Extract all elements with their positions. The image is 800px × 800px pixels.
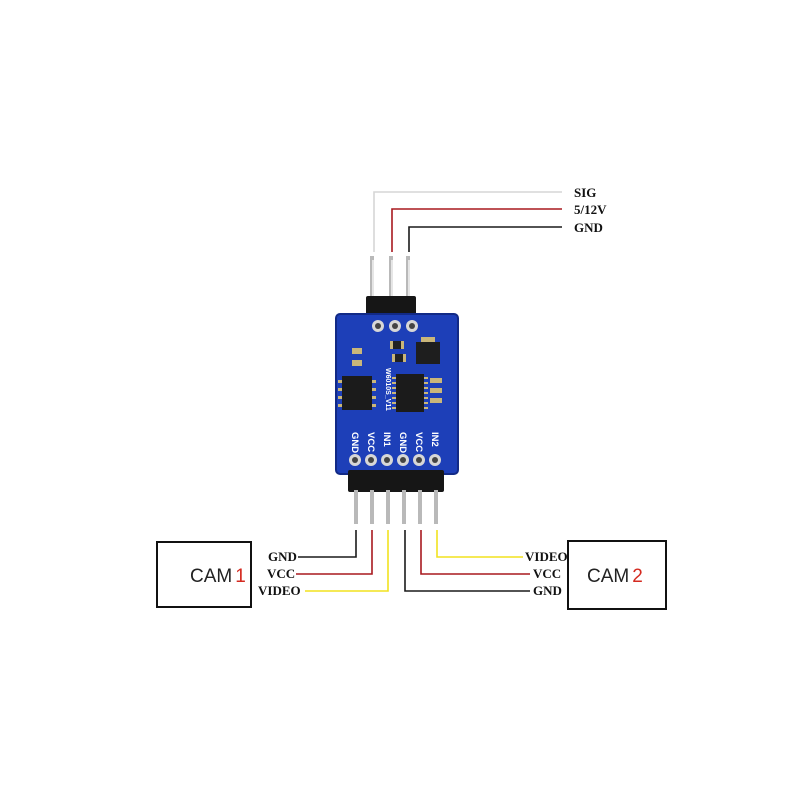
cam2-video-label: VIDEO [525, 549, 568, 564]
sig-label: SIG [574, 185, 596, 200]
cam1-video-wire [305, 530, 389, 592]
cam1-number: 1 [235, 566, 246, 587]
top-header [366, 256, 416, 318]
cam1-gnd-wire [298, 530, 357, 558]
pin-label-5: VCC [413, 432, 424, 452]
cam2-label: CAM [587, 566, 629, 587]
cam2-vcc-wire [420, 530, 530, 575]
cam2-number: 2 [632, 566, 643, 587]
cam1-box [156, 541, 252, 608]
cam1-label: CAM [190, 566, 232, 587]
cam1-vcc-wire [296, 530, 373, 575]
cam1-video-label: VIDEO [258, 583, 301, 598]
pin-label-1: GND [349, 432, 360, 453]
cam1-gnd-label: GND [268, 549, 297, 564]
gnd-wire-top [408, 226, 562, 252]
bottom-header [348, 470, 444, 524]
cam2-gnd-label: GND [533, 583, 562, 598]
pin-label-4: GND [397, 432, 408, 453]
cam2-video-wire [436, 530, 523, 558]
pin-label-3: IN1 [381, 432, 392, 448]
power-wire [391, 208, 562, 252]
pin-label-6: IN2 [429, 432, 440, 447]
pin-label-2: VCC [365, 432, 376, 452]
cam2-box [567, 540, 667, 610]
cam2-gnd-wire [404, 530, 530, 592]
gnd-label-top: GND [574, 220, 603, 235]
power-label: 5/12V [574, 202, 607, 217]
board-model-label: W6010S_V11 [384, 368, 391, 411]
cam1-vcc-label: VCC [267, 566, 295, 581]
cam2-vcc-label: VCC [533, 566, 561, 581]
pcb-board: W6010S_V11 GND VCC IN1 GND VCC IN2 [335, 313, 459, 475]
sig-wire [373, 191, 562, 252]
